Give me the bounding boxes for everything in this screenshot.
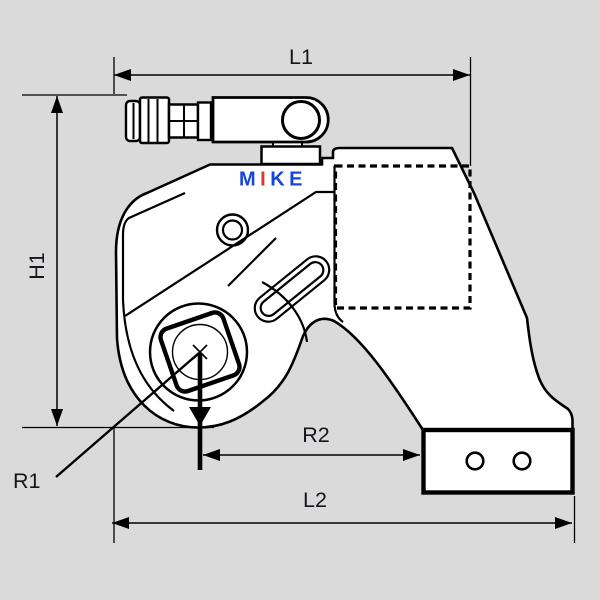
reaction-arm-hole-left xyxy=(465,451,485,471)
swivel-banjo-bolt xyxy=(281,100,321,140)
dim-label-r1: R1 xyxy=(13,469,40,493)
relief-slot-outer xyxy=(253,255,331,323)
reaction-arm-hole-right xyxy=(512,451,532,471)
dim-label-l1: L1 xyxy=(289,45,313,69)
arrowhead-h1-top xyxy=(51,96,63,113)
head-diagonal-edge xyxy=(124,190,335,317)
wrench-body-group: MIKE xyxy=(114,146,575,495)
arrowhead-l2-right xyxy=(555,517,572,529)
dim-label-r2: R2 xyxy=(302,423,329,447)
arrowhead-l1-right xyxy=(453,69,470,81)
brand-logo-ke: KE xyxy=(270,169,307,191)
drive-axis-arrowhead xyxy=(189,407,211,426)
arrowhead-l2-left xyxy=(112,517,129,529)
dim-label-h1: H1 xyxy=(25,252,49,279)
pin-hole-inner xyxy=(221,219,244,241)
brand-logo-m: M xyxy=(239,169,260,191)
dim-label-l2: L2 xyxy=(303,488,327,512)
relief-slot xyxy=(253,255,331,323)
arrowhead-l1-left xyxy=(114,69,131,81)
brand-logo: MIKE xyxy=(239,169,307,191)
swivel-mount-block xyxy=(260,145,322,166)
head-inner-contour xyxy=(121,191,186,412)
dimension-annotations: L1 H1 R2 L2 R1 xyxy=(13,45,576,543)
coupler-knurled-collar xyxy=(138,96,171,145)
leader-line-r1 xyxy=(55,352,200,478)
relief-slot-inner xyxy=(259,261,325,317)
reaction-arm-plate xyxy=(421,427,575,495)
arrowhead-r2-left xyxy=(203,449,220,461)
arrowhead-r2-right xyxy=(403,449,420,461)
arrowhead-h1-bottom xyxy=(51,409,63,426)
coupler-nipple xyxy=(196,101,213,142)
pin-hole-outer xyxy=(215,213,250,247)
head-right-contour xyxy=(261,281,309,343)
head-diagonal-edge-lower xyxy=(227,237,277,287)
brand-logo-i: I xyxy=(260,169,270,191)
hydraulic-coupler-group xyxy=(124,96,330,166)
